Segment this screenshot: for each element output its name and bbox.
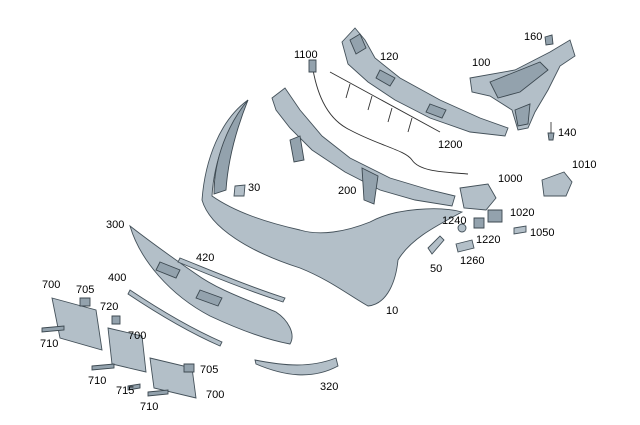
part-1020-part[interactable] — [487, 209, 503, 223]
callout-1260: 1260 — [460, 255, 484, 267]
part-1260-part[interactable] — [455, 239, 475, 253]
part-1200-harness[interactable] — [329, 71, 441, 133]
part-420-strip[interactable] — [177, 257, 286, 303]
part-1010-sensor[interactable] — [541, 171, 573, 197]
callout-1010: 1010 — [572, 159, 596, 171]
callout-400: 400 — [108, 272, 126, 284]
part-300-lower-grille[interactable] — [129, 224, 293, 345]
callout-710-b: 710 — [88, 375, 106, 387]
part-700-plate-bracket-left[interactable] — [51, 297, 103, 351]
part-705-clip-a[interactable] — [79, 297, 91, 307]
callout-700-left: 700 — [42, 279, 60, 291]
part-1240-part[interactable] — [457, 223, 467, 233]
callout-120: 120 — [380, 51, 398, 63]
part-160-clip[interactable] — [544, 34, 554, 46]
callout-715: 715 — [116, 385, 134, 397]
part-710-screw-c[interactable] — [147, 389, 169, 397]
callout-1000: 1000 — [498, 173, 522, 185]
callout-1050: 1050 — [530, 227, 554, 239]
callout-10: 10 — [386, 305, 398, 317]
callout-1200: 1200 — [438, 139, 462, 151]
callout-710-c: 710 — [140, 401, 158, 413]
part-710-screw-a[interactable] — [41, 325, 65, 333]
callout-705-b: 705 — [200, 364, 218, 376]
callout-1240: 1240 — [442, 215, 466, 227]
callout-700-right: 700 — [206, 389, 224, 401]
callout-320: 320 — [320, 381, 338, 393]
callout-200: 200 — [338, 185, 356, 197]
part-700-plate-bracket-center[interactable] — [107, 327, 147, 373]
callout-140: 140 — [558, 127, 576, 139]
part-705-clip-b[interactable] — [183, 363, 195, 373]
part-710-screw-b[interactable] — [91, 363, 115, 371]
callout-50: 50 — [430, 263, 442, 275]
part-50-trim[interactable] — [427, 235, 445, 255]
callout-720: 720 — [100, 301, 118, 313]
part-715-screw[interactable] — [127, 383, 141, 391]
part-1000-sensor[interactable] — [459, 183, 497, 211]
part-100-bracket[interactable] — [469, 39, 576, 131]
callout-30: 30 — [248, 182, 260, 194]
part-400-strip[interactable] — [127, 289, 223, 347]
part-720-clip[interactable] — [111, 315, 121, 325]
part-1100-harness[interactable] — [308, 59, 469, 175]
callout-160: 160 — [524, 31, 542, 43]
callout-1020: 1020 — [510, 207, 534, 219]
callout-1100: 1100 — [294, 49, 318, 61]
part-200-impact-absorber[interactable] — [271, 87, 456, 207]
part-320-chrome-strip[interactable] — [254, 357, 339, 376]
callout-420: 420 — [196, 252, 214, 264]
callout-700-center: 700 — [128, 330, 146, 342]
callout-100: 100 — [472, 57, 490, 69]
part-10-bumper-cover[interactable] — [201, 99, 464, 307]
part-120-upper-carrier[interactable] — [341, 27, 509, 137]
callout-710-a: 710 — [40, 338, 58, 350]
part-1220-part[interactable] — [473, 217, 485, 229]
part-1050-part[interactable] — [513, 225, 527, 235]
callout-705-a: 705 — [76, 284, 94, 296]
part-140-pin[interactable] — [547, 122, 555, 141]
callout-300: 300 — [106, 219, 124, 231]
callout-1220: 1220 — [476, 234, 500, 246]
